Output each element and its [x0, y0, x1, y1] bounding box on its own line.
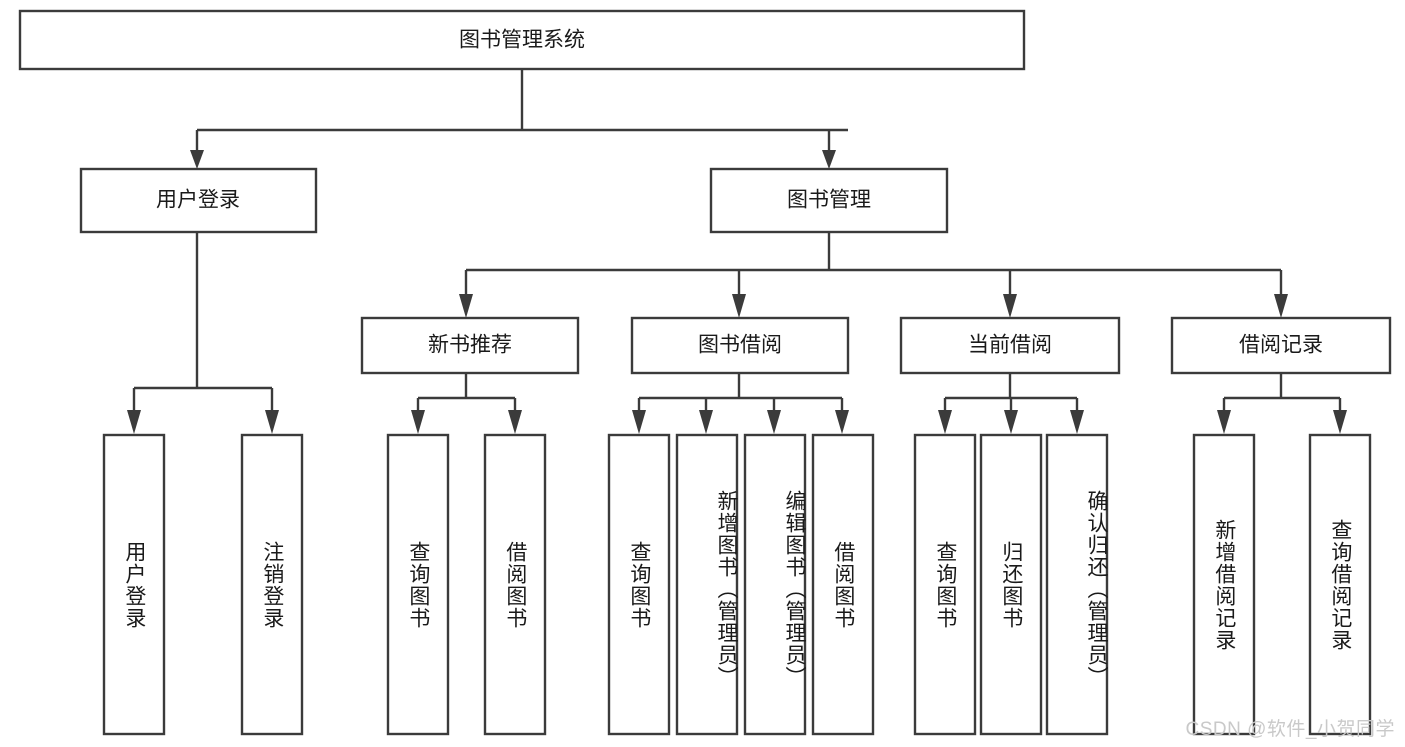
connector-userlogin-to-leaves [127, 232, 279, 434]
connector-newbook-to-leaves [411, 373, 522, 434]
connector-currentborrow-to-leaves [938, 373, 1084, 434]
node-book-borrow[interactable] [630, 316, 850, 375]
leaf-logout-login[interactable] [240, 433, 304, 736]
node-borrow-record[interactable] [1170, 316, 1392, 375]
connector-borrowrecord-to-leaves [1217, 373, 1347, 434]
node-borrow-record-label: 借阅记录 [1239, 334, 1323, 357]
leaf-query-book-current[interactable] [913, 433, 977, 736]
leaf-confirm-return-admin[interactable] [1045, 433, 1109, 736]
leaf-user-login[interactable] [102, 433, 166, 736]
leaf-borrow-book[interactable] [811, 433, 875, 736]
connector-bookmgmt-to-level3 [459, 232, 1288, 318]
leaf-query-book-recommend[interactable] [386, 433, 450, 736]
node-user-login[interactable] [79, 167, 318, 234]
connector-bookborrow-to-leaves [632, 373, 849, 434]
node-new-book-recommend[interactable] [360, 316, 580, 375]
leaf-return-book[interactable] [979, 433, 1043, 736]
node-book-management-label: 图书管理 [787, 189, 871, 212]
node-book-management[interactable] [709, 167, 949, 234]
node-root-system-label: 图书管理系统 [459, 29, 585, 52]
leaf-add-book-admin[interactable] [675, 433, 739, 736]
leaf-borrow-book-recommend[interactable] [483, 433, 547, 736]
node-root-system[interactable] [18, 9, 1026, 71]
leaf-add-borrow-record[interactable] [1192, 433, 1256, 736]
watermark: CSDN @软件_小贺同学 [1185, 719, 1395, 740]
node-new-book-recommend-label: 新书推荐 [428, 334, 512, 357]
node-book-borrow-label: 图书借阅 [698, 334, 782, 357]
leaf-query-borrow-record[interactable] [1308, 433, 1372, 736]
node-current-borrow[interactable] [899, 316, 1121, 375]
leaf-query-book-borrow[interactable] [607, 433, 671, 736]
leaf-edit-book-admin[interactable] [743, 433, 807, 736]
node-user-login-label: 用户登录 [156, 189, 240, 212]
connector-root-to-level2 [190, 70, 848, 169]
node-current-borrow-label: 当前借阅 [968, 334, 1052, 357]
